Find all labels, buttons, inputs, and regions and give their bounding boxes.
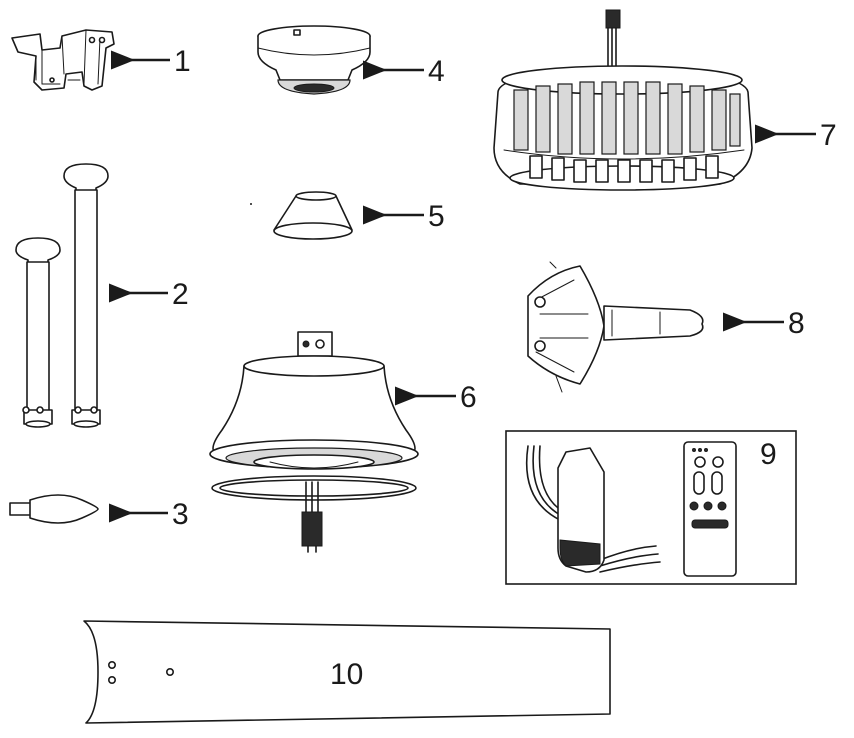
blade-arm-icon	[527, 261, 704, 393]
part-label-7-group: 7	[754, 119, 837, 152]
part-number-7: 7	[820, 119, 837, 152]
part-number-3: 3	[172, 498, 189, 531]
part-number-6: 6	[460, 381, 477, 414]
hook-ball-icon	[9, 494, 99, 524]
part-label-5-group: 5	[362, 200, 445, 233]
part-label-3-group: 3	[108, 498, 189, 531]
part-number-5: 5	[428, 200, 445, 233]
canopy-icon	[257, 25, 371, 95]
lower-crystals	[529, 155, 719, 183]
part-number-9: 9	[760, 438, 777, 471]
mounting-bracket-icon	[11, 29, 115, 91]
crystal-panels	[513, 81, 741, 155]
coupling-cover-icon	[273, 191, 353, 240]
part-label-2-group: 2	[108, 278, 189, 311]
part-number-8: 8	[788, 307, 805, 340]
part-number-4: 4	[428, 55, 445, 88]
part-label-8-group: 8	[722, 307, 805, 340]
crystal-light-kit-icon	[493, 9, 753, 191]
part-number-2: 2	[172, 278, 189, 311]
receiver-and-remote-icon	[505, 430, 797, 585]
part-number-10: 10	[330, 658, 363, 691]
part-label-9-group: 9	[760, 438, 777, 471]
part-label-6-group: 6	[394, 381, 477, 414]
part-label-4-group: 4	[362, 55, 445, 88]
fan-blade-icon: 10	[83, 620, 611, 724]
stray-dot	[250, 203, 252, 205]
motor-housing-icon	[209, 331, 419, 553]
part-number-1: 1	[174, 45, 191, 78]
downrod-icon	[15, 163, 109, 428]
part-label-1-group: 1	[110, 45, 191, 78]
